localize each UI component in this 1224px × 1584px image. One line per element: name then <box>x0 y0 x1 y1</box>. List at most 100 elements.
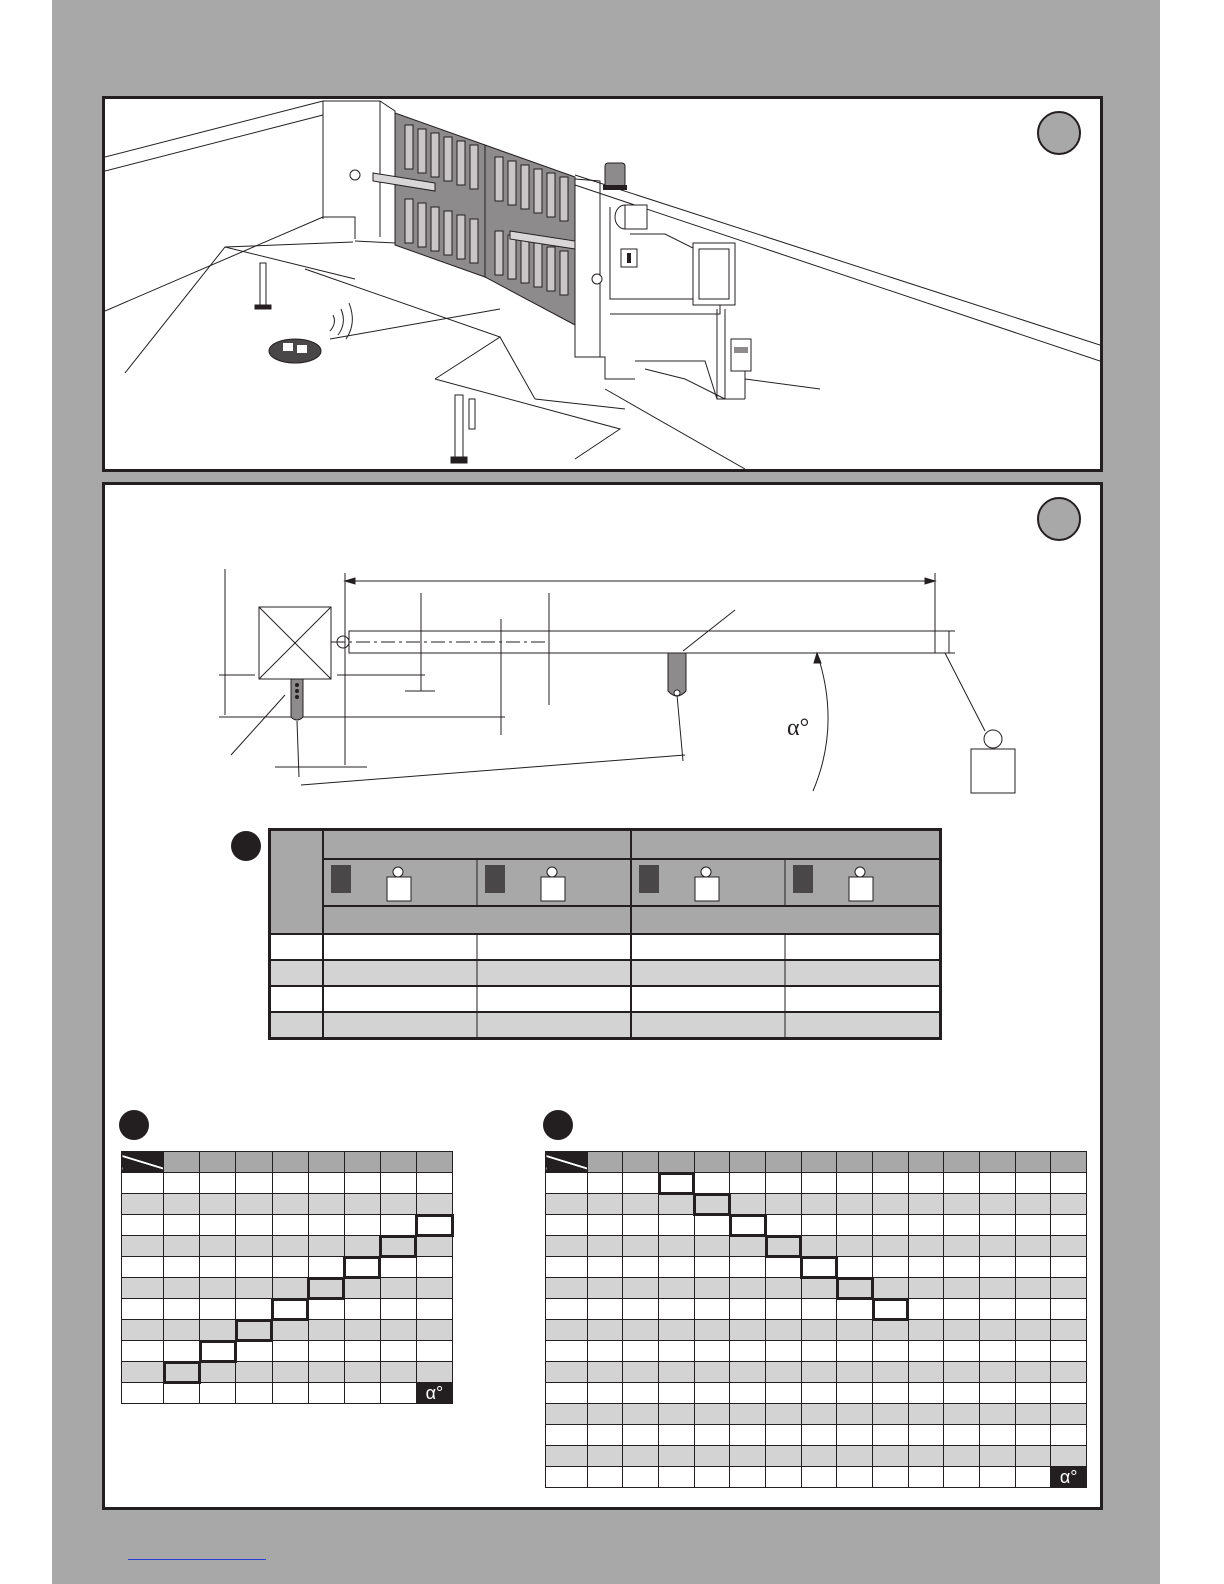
grid-cell <box>943 1298 980 1320</box>
grid-cell <box>729 1445 767 1467</box>
grid-cell <box>978 1235 1016 1257</box>
grid-cell <box>800 1172 838 1194</box>
grid-row <box>120 1360 454 1384</box>
grid-cell <box>379 1382 417 1404</box>
grid-cell <box>1014 1172 1052 1194</box>
grid-cell <box>907 1172 945 1194</box>
grid-cell <box>765 1256 802 1278</box>
grid-cell <box>235 1214 273 1236</box>
grid-row <box>120 1255 454 1279</box>
grid-cell <box>545 1235 588 1257</box>
grid-cell <box>872 1172 909 1194</box>
grid-cell <box>978 1403 1016 1425</box>
table-a <box>268 828 942 1040</box>
grid-cell <box>872 1340 909 1362</box>
grid-cell <box>1014 1319 1052 1341</box>
grid-cell <box>800 1214 838 1236</box>
grid-cell <box>943 1466 980 1488</box>
grid-cell <box>658 1151 695 1173</box>
grid-cell <box>163 1319 201 1341</box>
grid-cell <box>199 1382 237 1404</box>
grid-cell <box>199 1172 237 1194</box>
grid-cell <box>943 1277 980 1299</box>
grid-cell <box>343 1277 381 1299</box>
grid-cell <box>1014 1298 1052 1320</box>
grid-cell <box>415 1277 454 1299</box>
grid-cell <box>199 1193 237 1215</box>
grid-cell <box>836 1319 874 1341</box>
grid-cell <box>622 1466 660 1488</box>
grid-cell <box>765 1340 802 1362</box>
grid-cell <box>693 1192 731 1216</box>
grid-cell <box>907 1256 945 1278</box>
grid-cell <box>835 1276 874 1300</box>
grid-cell <box>658 1445 695 1467</box>
grid-cell <box>907 1340 945 1362</box>
grid-cell <box>162 1360 201 1384</box>
bracket-icon <box>290 678 304 721</box>
grid-cell <box>800 1466 838 1488</box>
grid-cell <box>271 1340 309 1362</box>
grid-cell <box>800 1235 838 1257</box>
grid-cell <box>943 1382 980 1404</box>
grid-cell <box>800 1445 838 1467</box>
table-a-marker <box>231 831 261 861</box>
grid-cell <box>120 1319 165 1341</box>
grid-cell <box>978 1172 1016 1194</box>
grid-cell <box>943 1403 980 1425</box>
grid-cell <box>120 1151 165 1173</box>
grid-cell <box>658 1319 695 1341</box>
grid-row <box>545 1361 1087 1383</box>
grid-cell <box>415 1298 454 1320</box>
footer-link[interactable] <box>128 1555 266 1560</box>
grid-cell <box>943 1256 980 1278</box>
grid-cell <box>836 1466 874 1488</box>
grid-cell <box>622 1340 660 1362</box>
grid-cell <box>836 1256 874 1278</box>
grid-cell <box>343 1340 381 1362</box>
grid-cell <box>872 1151 909 1173</box>
grid-cell <box>1014 1466 1052 1488</box>
grid-cell <box>271 1361 309 1383</box>
grid-cell <box>872 1445 909 1467</box>
grid-cell <box>800 1277 838 1299</box>
grid-cell <box>622 1319 660 1341</box>
grid-cell <box>693 1298 731 1320</box>
grid-cell <box>1014 1277 1052 1299</box>
grid-cell <box>1014 1256 1052 1278</box>
grid-cell <box>658 1403 695 1425</box>
grid-header-row <box>545 1151 1087 1173</box>
grid-cell <box>1014 1151 1052 1173</box>
grid-cell <box>658 1277 695 1299</box>
grid-cell <box>586 1319 624 1341</box>
grid-cell <box>622 1172 660 1194</box>
grid-row <box>120 1339 454 1363</box>
grid-cell <box>163 1382 201 1404</box>
grid-row <box>120 1213 454 1237</box>
grid-cell <box>307 1193 345 1215</box>
grid-cell <box>1014 1424 1052 1446</box>
grid-cell <box>120 1235 165 1257</box>
grid-cell <box>163 1214 201 1236</box>
grid-cell <box>586 1445 624 1467</box>
grid-cell <box>1050 1319 1087 1341</box>
grid-cell <box>379 1256 417 1278</box>
grid-cell <box>872 1277 909 1299</box>
grid-cell <box>800 1403 838 1425</box>
grid-cell <box>415 1319 454 1341</box>
arm-icon <box>336 630 936 654</box>
grid-cell <box>658 1193 695 1215</box>
grid-row <box>120 1193 454 1215</box>
grid-cell <box>978 1151 1016 1173</box>
grid-cell <box>836 1382 874 1404</box>
grid-row <box>120 1234 454 1258</box>
grid-cell <box>379 1193 417 1215</box>
grid-cell <box>978 1277 1016 1299</box>
grid-cell <box>729 1424 767 1446</box>
grid-cell <box>199 1319 237 1341</box>
grid-cell <box>765 1319 802 1341</box>
grid-cell <box>978 1340 1016 1362</box>
pillar-icon <box>258 606 332 680</box>
grid-cell <box>235 1151 273 1173</box>
grid-cell <box>120 1298 165 1320</box>
